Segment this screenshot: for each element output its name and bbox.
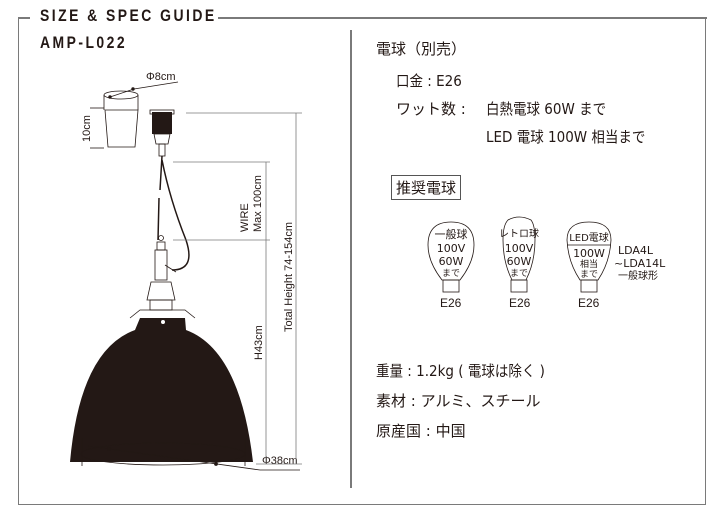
bulb-3-line-2: 相当 [579, 260, 598, 270]
material-spec: 素材 : アルミ、スチール [376, 392, 541, 410]
led-model-3: 一般球形 [618, 271, 658, 282]
weight-spec: 重量 : 1.2kg ( 電球は除く ) [376, 362, 545, 380]
frame-top-left [18, 17, 30, 19]
led-model-1: LDA4L [618, 244, 654, 257]
bulb-2-type: レトロ球 [499, 229, 539, 240]
led-model-2: ~LDA14L [614, 257, 666, 270]
lamp-socket-icon [146, 235, 177, 311]
shade-rim [80, 438, 300, 471]
socket-spec: 口金 : E26 [396, 72, 462, 90]
bulb-1-type: 一般球 [434, 228, 468, 241]
bulb-1-line-2: 60W [438, 255, 464, 268]
shade-diameter-label: Φ38cm [262, 455, 298, 467]
bulb-icons [427, 216, 612, 293]
wattage-line-2: LED 電球 100W 相当まで [486, 128, 646, 146]
guide-frame [18, 17, 706, 505]
column-divider [350, 30, 352, 488]
wire-label: WIRE [239, 203, 251, 232]
canopy-icon [90, 81, 179, 149]
total-height-label: Total Height 74-154cm [283, 222, 295, 332]
frame-top-right [218, 17, 707, 19]
wattage-line-1: 白熱電球 60W まで [486, 100, 607, 118]
model-number: AMP-L022 [40, 33, 128, 52]
bulb-3-line-3: まで [579, 270, 598, 280]
standard-bulb-icon [427, 221, 475, 281]
shade-height-label: H43cm [253, 325, 265, 360]
bulb-3-line-1: 100W [573, 247, 605, 260]
led-bulb-icon [566, 221, 612, 281]
shade-icon [70, 318, 253, 462]
bulb-heading: 電球（別売） [376, 40, 467, 58]
bulb-3-type: LED電球 [569, 233, 609, 244]
bulb-3-base: E26 [578, 296, 600, 310]
bulb-1-base: E26 [440, 296, 462, 310]
retro-bulb-icon [502, 216, 536, 281]
bulb-2-line-1: 100V [504, 242, 534, 255]
guide-title: SIZE & SPEC GUIDE [40, 6, 217, 25]
origin-spec: 原産国 : 中国 [376, 422, 466, 440]
canopy-diameter-label: Φ8cm [146, 71, 176, 83]
bulb-1-line-3: まで [441, 269, 460, 279]
ceiling-socket-icon [149, 109, 175, 157]
wire-length-label: Max 100cm [252, 175, 264, 232]
bulb-2-line-3: まで [509, 269, 528, 279]
wire-icon [157, 155, 190, 271]
bulb-1-line-1: 100V [436, 242, 466, 255]
bulb-2-line-2: 60W [506, 255, 532, 268]
canopy-height-label: 10cm [81, 115, 93, 142]
wattage-label: ワット数 : [396, 100, 466, 118]
recommended-bulb-heading: 推奨電球 [391, 175, 462, 200]
bulb-2-base: E26 [509, 296, 531, 310]
